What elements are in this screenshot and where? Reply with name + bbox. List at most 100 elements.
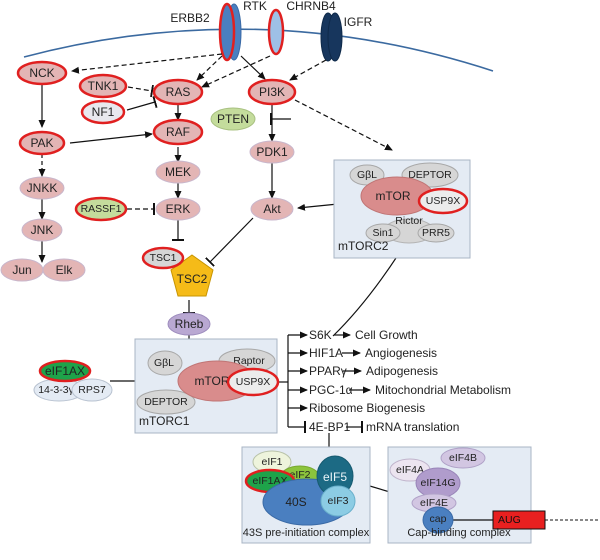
mtorc1-outputs: S6K Cell Growth HIF1A Angiogenesis PPARγ… (309, 328, 511, 434)
mtorc1-gbl: GβL (154, 357, 174, 369)
label-jun: Jun (12, 263, 31, 277)
output-outcome-1: Angiogenesis (365, 346, 437, 360)
label-chrnb4: CHRNB4 (286, 0, 336, 13)
node-akt: Akt (250, 197, 294, 221)
label-rtk: RTK (243, 0, 267, 13)
edge-igfr-pi3k (289, 59, 327, 81)
mtorc2-deptor: DEPTOR (408, 169, 452, 181)
mtorc2-mtor: mTOR (375, 189, 410, 203)
mtorc2-rictor: Rictor (395, 215, 423, 227)
mtorc1-mtor: mTOR (194, 374, 229, 388)
pic-label: 43S pre-initiation complex (243, 527, 370, 539)
complex-mtorc2: GβL DEPTOR Rictor mTOR USP9X Sin1 PRR5 m… (333, 159, 471, 259)
mtorc2-usp9x: USP9X (426, 195, 460, 207)
edge-tnk1-ras (127, 84, 154, 98)
cell-membrane (23, 28, 494, 72)
mtorc2-prr5: PRR5 (422, 227, 450, 239)
label-nf1: NF1 (92, 105, 115, 119)
node-pten: PTEN (210, 107, 256, 131)
label-ras: RAS (166, 85, 191, 99)
edge-rtk-pi3k (240, 55, 266, 80)
label-eif1ax-left: eIF1AX (45, 364, 85, 378)
pic-eif3: eIF3 (327, 495, 348, 507)
label-pdk1: PDK1 (256, 145, 288, 159)
complex-cap-binding: eIF4B eIF4A eIF14G eIF4E cap AUG Cap-bin… (387, 446, 600, 544)
edge-pak-raf (69, 131, 153, 144)
label-ywhag: 14-3-3γ (38, 384, 74, 396)
node-pak: PAK (18, 130, 66, 156)
node-ras: RAS (152, 78, 204, 106)
label-jnk: JNK (31, 223, 54, 237)
pic-eif2: eIF2 (289, 469, 310, 481)
complex-14-3-3-rps7: 14-3-3γ RPS7 eIF1AX (33, 359, 113, 402)
label-raf: RAF (166, 125, 190, 139)
node-pi3k: PI3K (247, 78, 297, 106)
label-erbb2: ERBB2 (170, 11, 210, 25)
receptor-erbb2-rtk (218, 2, 242, 62)
output-outcome-5: mRNA translation (366, 420, 459, 434)
output-effector-2: PPARγ (309, 364, 347, 378)
receptor-igfr (320, 12, 343, 62)
mtorc1-usp9x: USP9X (236, 376, 270, 388)
label-tnk1: TNK1 (88, 79, 119, 93)
cap-label: Cap-binding complex (407, 527, 511, 539)
cap-aug: AUG (498, 514, 521, 526)
cap-eif14g: eIF14G (420, 477, 455, 489)
complex-mtorc1: GβL Raptor DEPTOR mTOR USP9X mTORC1 (134, 338, 280, 434)
node-nf1: NF1 (80, 99, 126, 125)
label-elk: Elk (56, 263, 74, 277)
output-effector-3: PGC-1α (309, 383, 353, 397)
node-tsc1: TSC1 (141, 246, 185, 270)
label-mek: MEK (165, 165, 191, 179)
label-igfr: IGFR (344, 15, 373, 29)
label-rps7: RPS7 (78, 384, 106, 396)
complex-43s: eIF1 eIF2 eIF1AX 40S eIF5 eIF3 43S pre-i… (241, 446, 371, 544)
mtorc2-sin1: Sin1 (372, 227, 393, 239)
node-nck: NCK (16, 60, 68, 86)
label-pten: PTEN (217, 112, 249, 126)
label-tsc2: TSC2 (177, 272, 208, 286)
cap-eif4e: eIF4E (420, 497, 448, 509)
cap-eif4a: eIF4A (396, 464, 424, 476)
node-pdk1: PDK1 (249, 140, 295, 164)
output-effector-5: 4E-BP1 (309, 420, 351, 434)
label-akt: Akt (263, 202, 281, 216)
label-pi3k: PI3K (259, 85, 285, 99)
label-pak: PAK (30, 136, 53, 150)
label-rheb: Rheb (175, 317, 204, 331)
label-nck: NCK (29, 66, 54, 80)
edge-chrnb4-ras (201, 55, 271, 88)
pic-eif1: eIF1 (261, 456, 282, 468)
receptor-chrnb4 (267, 8, 285, 56)
mtorc2-gbl: GβL (357, 169, 377, 181)
label-erk: ERK (166, 202, 191, 216)
edge-nf1-ras (126, 95, 158, 111)
pic-eif5: eIF5 (323, 470, 347, 484)
node-tnk1: TNK1 (78, 73, 128, 99)
node-jnk: JNK (21, 218, 63, 242)
edge-pi3k-mtorc2 (294, 99, 393, 151)
mtorc2-label: mTORC2 (338, 239, 389, 253)
node-jun: Jun (0, 258, 44, 282)
node-rheb: Rheb (167, 312, 211, 336)
label-rassf1: RASSF1 (81, 203, 122, 215)
node-mek: MEK (155, 160, 201, 184)
cap-eif4b: eIF4B (449, 452, 477, 464)
output-outcome-3: Mitochondrial Metabolism (375, 383, 511, 397)
label-jnkk: JNKK (27, 181, 58, 195)
output-effector-4: Ribosome Biogenesis (309, 401, 425, 415)
node-raf: RAF (152, 118, 204, 146)
node-tsc2: TSC2 (170, 254, 214, 297)
node-rassf1: RASSF1 (74, 196, 128, 222)
node-erk: ERK (155, 197, 201, 221)
edge-erbb2-nck (71, 53, 223, 74)
label-tsc1: TSC1 (150, 252, 177, 264)
mtorc1-label: mTORC1 (139, 414, 190, 428)
mtorc1-deptor: DEPTOR (144, 396, 188, 408)
output-effector-0: S6K (309, 328, 332, 342)
node-elk: Elk (42, 258, 86, 282)
output-outcome-2: Adipogenesis (366, 364, 438, 378)
cap-cap: cap (430, 513, 447, 525)
